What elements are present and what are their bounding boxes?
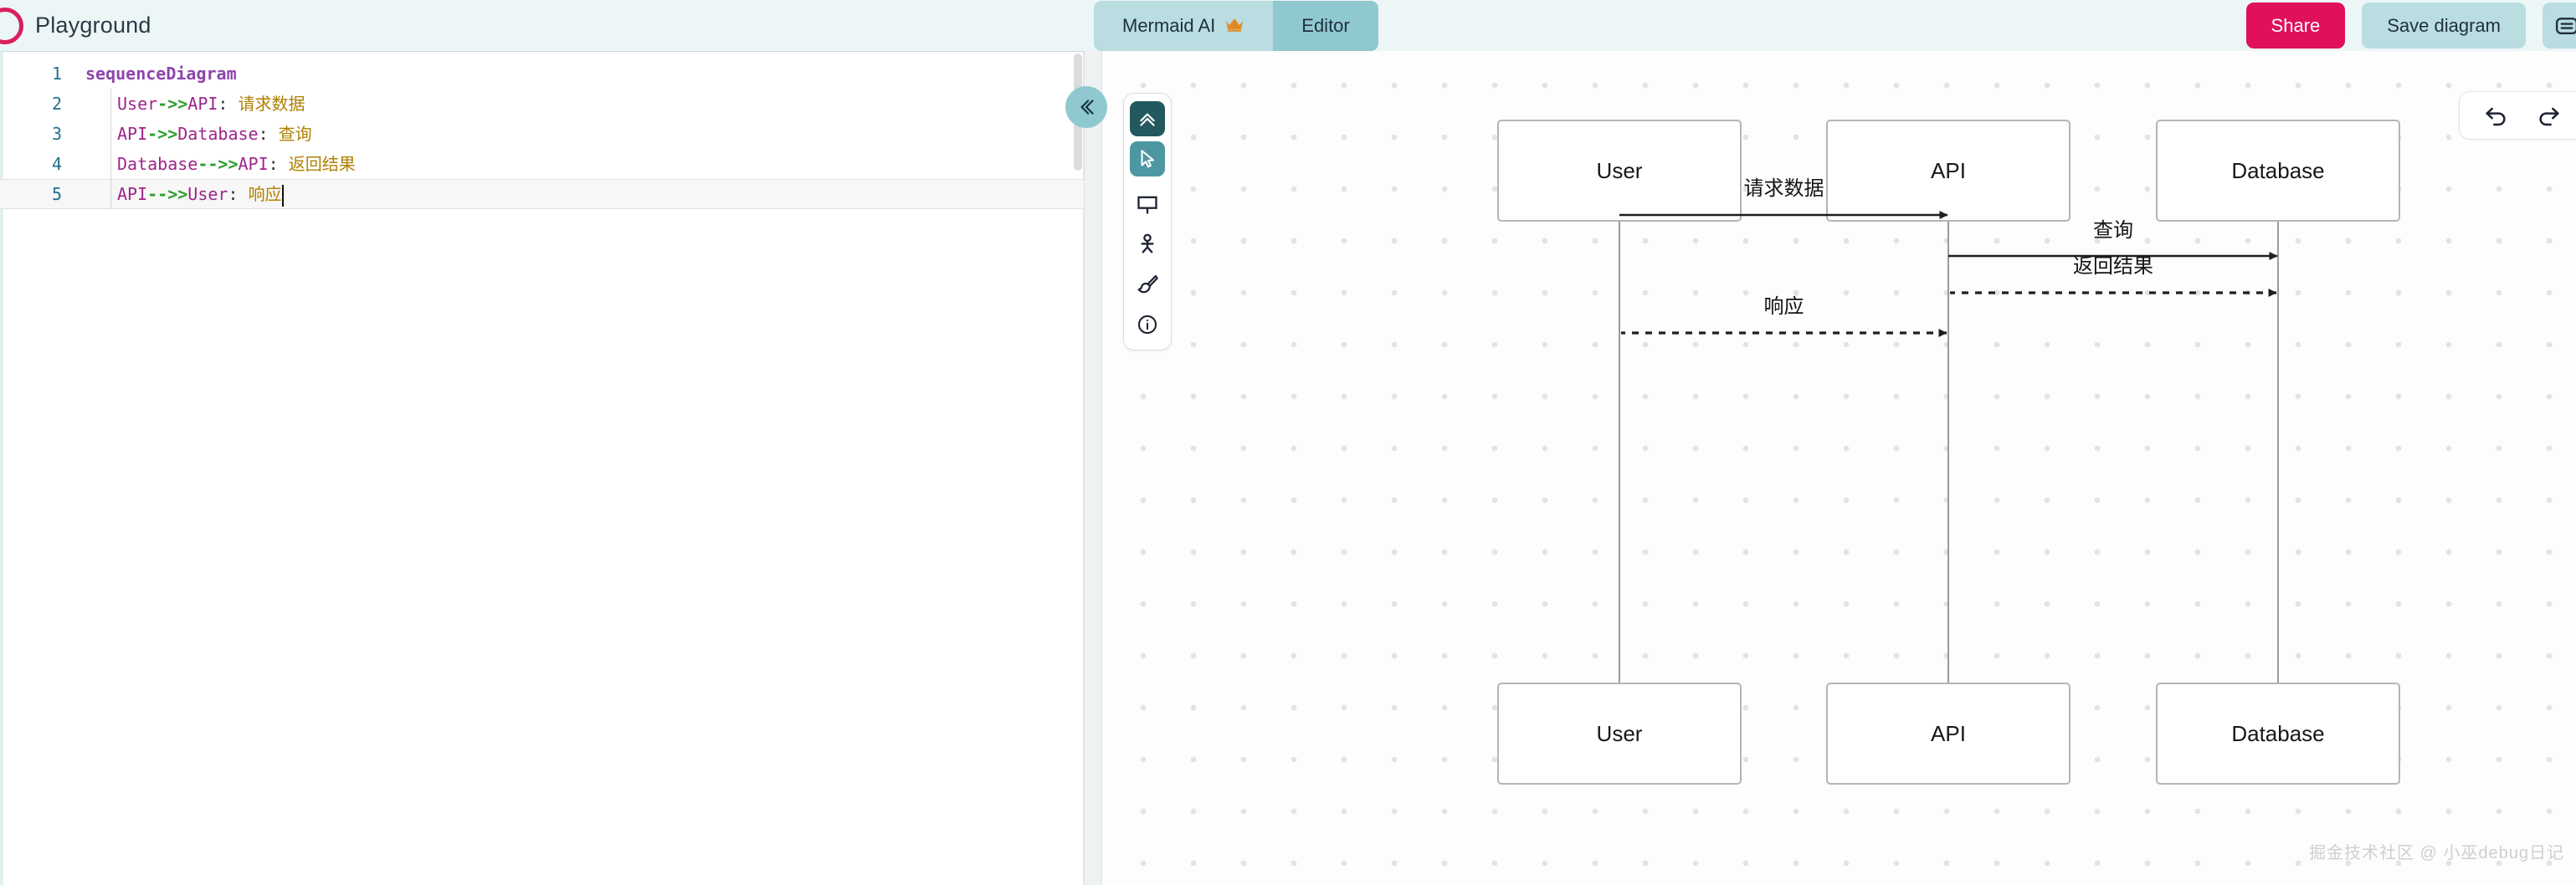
code-token: 请求数据 — [238, 94, 305, 114]
code-token: ->> — [147, 124, 178, 144]
code-token: API — [117, 184, 148, 204]
page-title: Playground — [35, 13, 151, 38]
brand: Playground — [0, 7, 151, 44]
code-token: API — [117, 124, 148, 144]
code-text: API-->>User: 响应 — [80, 179, 284, 209]
header-actions: Share Save diagram — [2245, 0, 2576, 51]
cursor-pointer-icon[interactable] — [1130, 141, 1165, 176]
code-token: User — [187, 184, 228, 204]
code-token: : — [268, 154, 289, 174]
code-token: ->> — [157, 94, 188, 114]
info-icon[interactable] — [1130, 307, 1165, 342]
monitor-icon[interactable] — [1130, 187, 1165, 222]
participant-box[interactable]: API — [1826, 120, 2071, 222]
code-token: sequenceDiagram — [85, 64, 237, 84]
message-arrow: 查询 — [1948, 219, 2278, 260]
line-number: 1 — [51, 64, 62, 84]
code-line[interactable]: 1 sequenceDiagram — [0, 59, 1084, 89]
code-line[interactable]: 3 API->>Database: 查询 — [0, 119, 1084, 149]
share-button[interactable]: Share — [2245, 3, 2346, 49]
indent-guide — [110, 89, 111, 119]
editor-left-rule — [0, 52, 3, 885]
code-token: : — [258, 124, 279, 144]
history-controls — [2459, 91, 2576, 140]
participant-label: Database — [2231, 158, 2324, 183]
undo-arrow-icon[interactable] — [2481, 100, 2512, 130]
code-text: API->>Database: 查询 — [80, 119, 312, 149]
tab-editor[interactable]: Editor — [1273, 0, 1378, 51]
message-label: 查询 — [2093, 219, 2133, 242]
code-text: Database-->>API: 返回结果 — [80, 149, 356, 179]
code-text: sequenceDiagram — [80, 59, 237, 89]
redo-arrow-icon[interactable] — [2533, 100, 2563, 130]
mode-tabs: Mermaid AI Editor — [1094, 0, 1378, 51]
code-token: API — [187, 94, 218, 114]
chevron-double-left-icon — [1080, 100, 1094, 115]
crown-icon — [1224, 15, 1244, 37]
line-number: 5 — [51, 184, 62, 204]
line-number: 4 — [51, 154, 62, 174]
code-token: -->> — [147, 184, 188, 204]
chevron-double-up-icon[interactable] — [1130, 101, 1165, 136]
list-menu-icon[interactable] — [2543, 3, 2576, 49]
message-arrow: 响应 — [1621, 295, 1947, 337]
mermaid-circle-logo-icon — [0, 7, 23, 44]
line-number: 2 — [51, 94, 62, 114]
tab-editor-label: Editor — [1301, 14, 1350, 36]
message-label: 请求数据 — [1744, 177, 1824, 200]
tab-mermaid-ai[interactable]: Mermaid AI — [1094, 0, 1274, 51]
text-caret — [281, 184, 284, 207]
message-label: 响应 — [1764, 295, 1804, 318]
line-number: 3 — [51, 124, 62, 144]
participant-label: API — [1931, 158, 1966, 183]
indent-guide — [110, 119, 111, 149]
collapse-editor-button[interactable] — [1065, 86, 1107, 128]
actor-person-icon[interactable] — [1130, 227, 1165, 262]
paintbrush-icon[interactable] — [1130, 267, 1165, 302]
code-token: : — [218, 94, 239, 114]
tab-mermaid-ai-label: Mermaid AI — [1122, 14, 1216, 36]
message-label: 返回结果 — [2073, 255, 2153, 278]
participant-box[interactable]: Database — [2156, 683, 2400, 785]
pane-splitter[interactable] — [1084, 51, 1102, 885]
participant-label: User — [1597, 158, 1643, 183]
participant-label: User — [1597, 721, 1643, 746]
diagram-toolbar — [1123, 93, 1172, 350]
code-token: API — [238, 154, 269, 174]
code-line[interactable]: 5 API-->>User: 响应 — [0, 179, 1084, 209]
code-token: 查询 — [278, 124, 312, 144]
message-arrow: 请求数据 — [1619, 177, 1948, 219]
participant-box[interactable]: User — [1497, 683, 1742, 785]
editor-right-edge — [1083, 52, 1084, 885]
code-token: : — [228, 184, 249, 204]
code-token: 返回结果 — [288, 154, 356, 174]
code-text: User->>API: 请求数据 — [80, 89, 305, 119]
message-arrow: 返回结果 — [1950, 255, 2277, 297]
participant-label: API — [1931, 721, 1966, 746]
code-token: Database — [117, 154, 198, 174]
app-header: Playground Mermaid AI Editor Share Save … — [0, 0, 2576, 51]
participant-box[interactable]: Database — [2156, 120, 2400, 222]
code-line[interactable]: 2 User->>API: 请求数据 — [0, 89, 1084, 119]
code-token: User — [117, 94, 158, 114]
code-token: 响应 — [248, 184, 282, 204]
participant-box[interactable]: User — [1497, 120, 1742, 222]
indent-guide — [110, 149, 111, 179]
code-token: -->> — [198, 154, 239, 174]
participant-box[interactable]: API — [1826, 683, 2071, 785]
indent-guide — [110, 179, 111, 209]
participant-label: Database — [2231, 721, 2324, 746]
code-token: Database — [177, 124, 259, 144]
watermark-text: 掘金技术社区 @ 小巫debug日记 — [2308, 844, 2564, 862]
save-diagram-button[interactable]: Save diagram — [2362, 3, 2526, 49]
code-line[interactable]: 4 Database-->>API: 返回结果 — [0, 149, 1084, 179]
